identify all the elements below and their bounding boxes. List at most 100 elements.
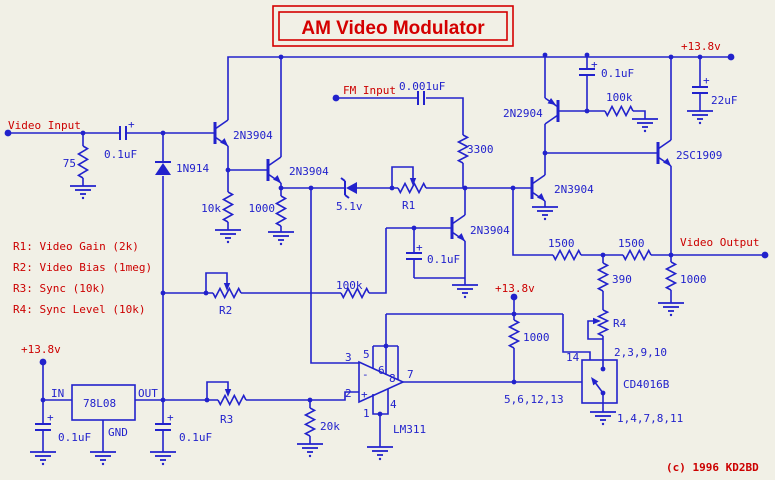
junction-dot bbox=[308, 185, 314, 191]
zener-label: 5.1v bbox=[336, 200, 363, 213]
d1-label: 1N914 bbox=[176, 162, 209, 175]
q4-2n3904-c bbox=[531, 174, 546, 185]
junction-dot bbox=[542, 52, 548, 58]
q6-label: 2SC1909 bbox=[676, 149, 722, 162]
lm311-pin1: 1 bbox=[363, 407, 370, 420]
terminal-dot bbox=[332, 94, 340, 102]
r-term-label: 75 bbox=[63, 157, 76, 170]
r1-label: R1 bbox=[402, 199, 415, 212]
ground-symbol bbox=[308, 454, 312, 458]
note-r4: R4: Sync Level (10k) bbox=[13, 303, 145, 316]
r-3300 bbox=[456, 134, 470, 164]
ground-symbol bbox=[463, 295, 467, 299]
c-top-label: 0.1uF bbox=[601, 67, 634, 80]
note-r3: R3: Sync (10k) bbox=[13, 282, 106, 295]
supply-label-top: +13.8v bbox=[681, 40, 721, 53]
wire bbox=[512, 188, 553, 256]
r4-label: R4 bbox=[613, 317, 627, 330]
ground-symbol bbox=[41, 462, 45, 466]
junction-dot bbox=[383, 343, 389, 349]
r-1500b bbox=[622, 248, 652, 262]
junction-dot bbox=[510, 185, 516, 191]
r-1500a bbox=[552, 248, 582, 262]
junction-dot bbox=[377, 411, 383, 417]
note-r1: R1: Video Gain (2k) bbox=[13, 240, 139, 253]
q4-2n3904-arrow bbox=[537, 193, 545, 201]
c-out-label: 0.1uF bbox=[179, 431, 212, 444]
wire bbox=[562, 314, 591, 360]
junction-dot bbox=[203, 290, 209, 296]
lm311-label: LM311 bbox=[393, 423, 426, 436]
lm311-body bbox=[358, 360, 405, 404]
junction-dot bbox=[600, 390, 606, 396]
wire bbox=[633, 110, 646, 119]
junction-dot bbox=[307, 397, 313, 403]
reg-out-label: OUT bbox=[138, 387, 158, 400]
junction-dot bbox=[40, 397, 46, 403]
r-390-label: 390 bbox=[612, 273, 632, 286]
title-box-inner bbox=[278, 11, 508, 41]
r1-wiper-arrow bbox=[409, 178, 417, 186]
r2-pot bbox=[212, 286, 242, 300]
q3-2n3904-arrow bbox=[457, 233, 465, 241]
c-fm-label: 0.001uF bbox=[399, 80, 445, 93]
wire bbox=[246, 391, 359, 401]
junction-dot bbox=[411, 225, 417, 231]
ground-symbol bbox=[279, 242, 283, 246]
q3-2n3904-c bbox=[451, 214, 466, 225]
r-75 bbox=[76, 145, 90, 179]
ground-symbol bbox=[643, 129, 647, 133]
c-22uf-label: 22uF bbox=[711, 94, 738, 107]
reg-label: 78L08 bbox=[83, 397, 116, 410]
r1-wiper bbox=[391, 166, 414, 188]
ground-symbol bbox=[81, 196, 85, 200]
r-1500a-label: 1500 bbox=[548, 237, 575, 250]
d-1n914 bbox=[155, 163, 171, 175]
c-top-plus: + bbox=[591, 58, 598, 71]
ground-symbol bbox=[378, 457, 382, 461]
junction-dot bbox=[668, 252, 674, 258]
ground-symbol bbox=[101, 462, 105, 466]
ground-symbol bbox=[601, 422, 605, 426]
junction-dot bbox=[697, 54, 703, 60]
r4-pot bbox=[596, 309, 610, 337]
video-input-label: Video Input bbox=[8, 119, 81, 132]
wire bbox=[369, 228, 387, 294]
pins-1-4-7-8-11: 1,4,7,8,11 bbox=[617, 412, 683, 425]
r2-wiper-arrow bbox=[223, 283, 231, 291]
lm311-pin6: 6 bbox=[378, 364, 385, 377]
junction-dot bbox=[225, 167, 231, 173]
junction-dot bbox=[389, 185, 395, 191]
r2-label: R2 bbox=[219, 304, 232, 317]
video-output-label: Video Output bbox=[680, 236, 759, 249]
lm311-pin2: 2 bbox=[345, 387, 352, 400]
r3-label: R3 bbox=[220, 413, 233, 426]
terminal-dot bbox=[510, 293, 518, 301]
r-20k-label: 20k bbox=[320, 420, 340, 433]
r1-pot bbox=[397, 181, 427, 195]
lm311-pin3: 3 bbox=[345, 351, 352, 364]
junction-dot bbox=[278, 185, 284, 191]
supply-label-bottom: +13.8v bbox=[21, 343, 61, 356]
r-1500b-label: 1500 bbox=[618, 237, 645, 250]
q6-2sc1909-arrow bbox=[663, 158, 671, 166]
r4-wiper bbox=[587, 320, 603, 340]
c-input-label: 0.1uF bbox=[104, 148, 137, 161]
terminal-dot bbox=[727, 53, 735, 61]
r4-wiper-arrow bbox=[593, 317, 601, 325]
junction-dot bbox=[584, 108, 590, 114]
r-3300-label: 3300 bbox=[467, 143, 494, 156]
junction-dot bbox=[204, 397, 210, 403]
q5-2n2904-e bbox=[544, 114, 559, 125]
ground-symbol bbox=[698, 121, 702, 125]
junction-dot bbox=[584, 52, 590, 58]
wire bbox=[426, 97, 464, 135]
rail-13v8 bbox=[227, 56, 731, 120]
pin-14: 14 bbox=[566, 351, 580, 364]
c-22uf-plus: + bbox=[703, 74, 710, 87]
title-box-outer bbox=[272, 5, 514, 47]
r3-wiper bbox=[206, 381, 229, 400]
q1-label: 2N3904 bbox=[233, 129, 273, 142]
